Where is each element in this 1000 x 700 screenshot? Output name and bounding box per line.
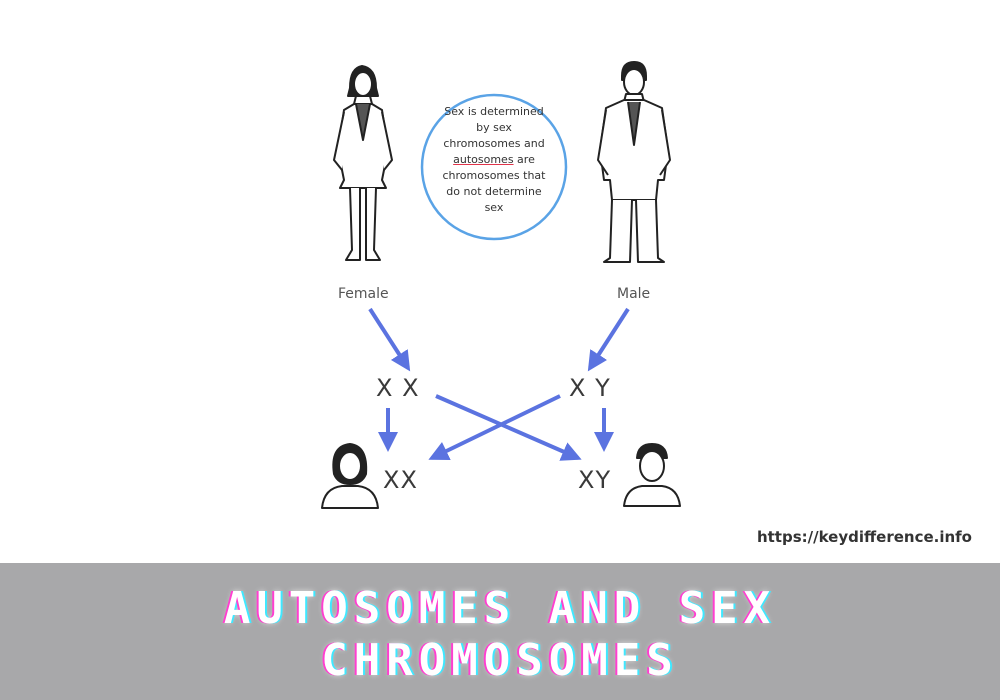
female-figure-icon bbox=[333, 65, 393, 261]
female-parent-chromosomes: X X bbox=[376, 374, 420, 402]
inheritance-arrows bbox=[368, 307, 630, 461]
daughter-avatar-icon bbox=[321, 443, 379, 509]
arrow-xx-to-son bbox=[435, 394, 582, 461]
male-figure-icon bbox=[597, 61, 671, 263]
daughter-chromosomes: XX bbox=[383, 466, 418, 494]
banner-title-line-2: CHROMOSOMES bbox=[321, 635, 679, 686]
info-line: Sex is determined bbox=[444, 105, 544, 118]
son-avatar-icon bbox=[623, 443, 681, 507]
info-circle bbox=[420, 93, 568, 241]
son-chromosomes: XY bbox=[578, 466, 612, 494]
arrow-male-to-xy bbox=[587, 307, 630, 372]
info-circle-text: Sex is determined by sex chromosomes and… bbox=[424, 104, 564, 216]
arrow-female-to-xx bbox=[368, 307, 411, 372]
banner-title-line-1: AUTOSOMES AND SEX bbox=[223, 583, 777, 634]
info-line: sex bbox=[484, 201, 504, 214]
highlighted-word: autosomes bbox=[453, 153, 514, 166]
info-line: do not determine bbox=[446, 185, 542, 198]
female-label: Female bbox=[338, 286, 389, 302]
male-label: Male bbox=[617, 286, 651, 302]
info-line: chromosomes that bbox=[442, 169, 546, 182]
info-line: chromosomes and bbox=[443, 137, 545, 150]
info-line: by sex bbox=[476, 121, 512, 134]
source-url: https://keydifference.info bbox=[756, 528, 972, 546]
banner-title: AUTOSOMES AND SEX CHROMOSOMES bbox=[0, 583, 1000, 687]
arrow-xy-to-daughter bbox=[428, 394, 561, 461]
male-parent-chromosomes: X Y bbox=[569, 374, 611, 402]
info-line-highlight: autosomes are bbox=[453, 153, 535, 166]
title-banner: AUTOSOMES AND SEX CHROMOSOMES bbox=[0, 563, 1000, 700]
